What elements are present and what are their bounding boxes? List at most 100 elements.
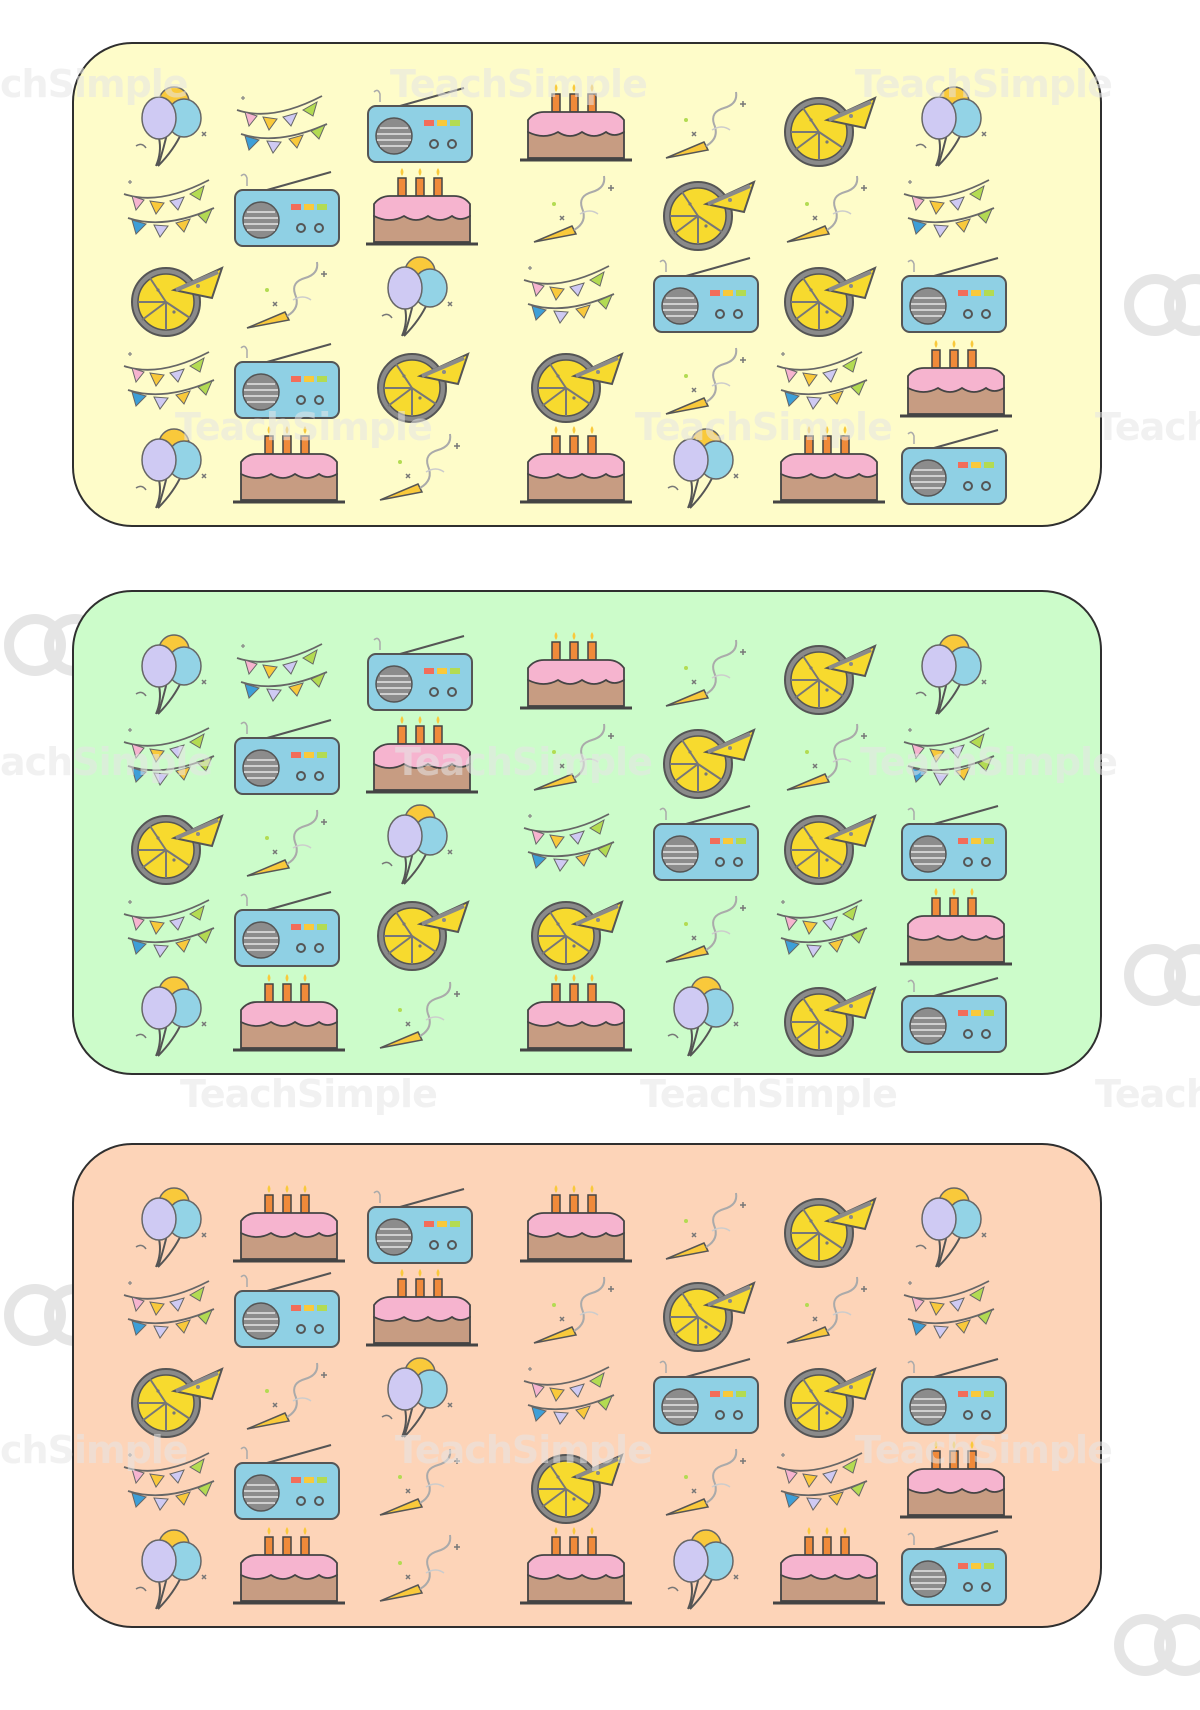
- pizza-icon: [767, 970, 887, 1060]
- birthday-cake-icon: [360, 1265, 480, 1355]
- card-yellow: [72, 42, 1102, 527]
- bunting-flags-icon: [767, 1437, 887, 1527]
- party-horn-icon: [360, 1437, 480, 1527]
- party-horn-icon: [360, 1523, 480, 1613]
- birthday-cake-icon: [514, 1181, 634, 1271]
- bunting-flags-icon: [767, 884, 887, 974]
- party-horn-icon: [767, 1265, 887, 1355]
- birthday-cake-icon: [514, 80, 634, 170]
- owl-watermark-icon: [1114, 1614, 1200, 1676]
- radio-icon: [894, 798, 1014, 888]
- bunting-flags-icon: [514, 250, 634, 340]
- birthday-cake-icon: [894, 884, 1014, 974]
- radio-icon: [360, 1181, 480, 1271]
- birthday-cake-icon: [894, 336, 1014, 426]
- balloons-icon: [114, 80, 234, 170]
- pizza-icon: [767, 628, 887, 718]
- balloons-icon: [114, 628, 234, 718]
- bunting-flags-icon: [227, 628, 347, 718]
- pizza-icon: [767, 250, 887, 340]
- bunting-flags-icon: [227, 80, 347, 170]
- bunting-flags-icon: [114, 164, 234, 254]
- pizza-icon: [646, 164, 766, 254]
- balloons-icon: [114, 422, 234, 512]
- radio-icon: [227, 164, 347, 254]
- radio-icon: [360, 80, 480, 170]
- bunting-flags-icon: [514, 798, 634, 888]
- balloons-icon: [646, 970, 766, 1060]
- balloons-icon: [360, 1351, 480, 1441]
- birthday-cake-icon: [227, 1181, 347, 1271]
- party-horn-icon: [227, 798, 347, 888]
- bunting-flags-icon: [894, 164, 1014, 254]
- party-horn-icon: [514, 712, 634, 802]
- birthday-cake-icon: [514, 970, 634, 1060]
- radio-icon: [894, 250, 1014, 340]
- party-horn-icon: [646, 1181, 766, 1271]
- radio-icon: [894, 1351, 1014, 1441]
- birthday-cake-icon: [227, 422, 347, 512]
- pizza-icon: [360, 884, 480, 974]
- bunting-flags-icon: [514, 1351, 634, 1441]
- radio-icon: [646, 1351, 766, 1441]
- birthday-cake-icon: [514, 628, 634, 718]
- balloons-icon: [894, 628, 1014, 718]
- bunting-flags-icon: [114, 884, 234, 974]
- birthday-cake-icon: [360, 712, 480, 802]
- balloons-icon: [114, 970, 234, 1060]
- radio-icon: [894, 1523, 1014, 1613]
- owl-watermark-icon: [1124, 274, 1200, 336]
- pizza-icon: [514, 1437, 634, 1527]
- bunting-flags-icon: [114, 712, 234, 802]
- pizza-icon: [114, 1351, 234, 1441]
- party-horn-icon: [646, 336, 766, 426]
- party-horn-icon: [360, 422, 480, 512]
- card-green: [72, 590, 1102, 1075]
- party-horn-icon: [360, 970, 480, 1060]
- radio-icon: [227, 712, 347, 802]
- radio-icon: [227, 1437, 347, 1527]
- radio-icon: [894, 422, 1014, 512]
- watermark-text: TeachS: [1095, 405, 1200, 449]
- bunting-flags-icon: [894, 1265, 1014, 1355]
- card-peach: [72, 1143, 1102, 1628]
- watermark-text: TeachSimple: [640, 1072, 898, 1116]
- bunting-flags-icon: [114, 1437, 234, 1527]
- birthday-cake-icon: [360, 164, 480, 254]
- pizza-icon: [646, 712, 766, 802]
- birthday-cake-icon: [767, 1523, 887, 1613]
- party-horn-icon: [646, 628, 766, 718]
- pizza-icon: [646, 1265, 766, 1355]
- party-horn-icon: [767, 712, 887, 802]
- pizza-icon: [767, 1181, 887, 1271]
- radio-icon: [646, 250, 766, 340]
- party-horn-icon: [514, 1265, 634, 1355]
- radio-icon: [227, 1265, 347, 1355]
- balloons-icon: [114, 1181, 234, 1271]
- party-horn-icon: [227, 1351, 347, 1441]
- party-horn-icon: [514, 164, 634, 254]
- watermark-text: TeachS: [1095, 1072, 1200, 1116]
- bunting-flags-icon: [114, 336, 234, 426]
- pizza-icon: [360, 336, 480, 426]
- pizza-icon: [514, 884, 634, 974]
- birthday-cake-icon: [767, 422, 887, 512]
- party-horn-icon: [646, 80, 766, 170]
- radio-icon: [360, 628, 480, 718]
- bunting-flags-icon: [114, 1265, 234, 1355]
- birthday-cake-icon: [514, 1523, 634, 1613]
- radio-icon: [227, 336, 347, 426]
- party-horn-icon: [227, 250, 347, 340]
- pizza-icon: [767, 798, 887, 888]
- bunting-flags-icon: [767, 336, 887, 426]
- radio-icon: [646, 798, 766, 888]
- balloons-icon: [360, 250, 480, 340]
- birthday-cake-icon: [227, 970, 347, 1060]
- balloons-icon: [114, 1523, 234, 1613]
- pizza-icon: [514, 336, 634, 426]
- pizza-icon: [767, 1351, 887, 1441]
- balloons-icon: [646, 422, 766, 512]
- party-horn-icon: [767, 164, 887, 254]
- pizza-icon: [114, 798, 234, 888]
- radio-icon: [227, 884, 347, 974]
